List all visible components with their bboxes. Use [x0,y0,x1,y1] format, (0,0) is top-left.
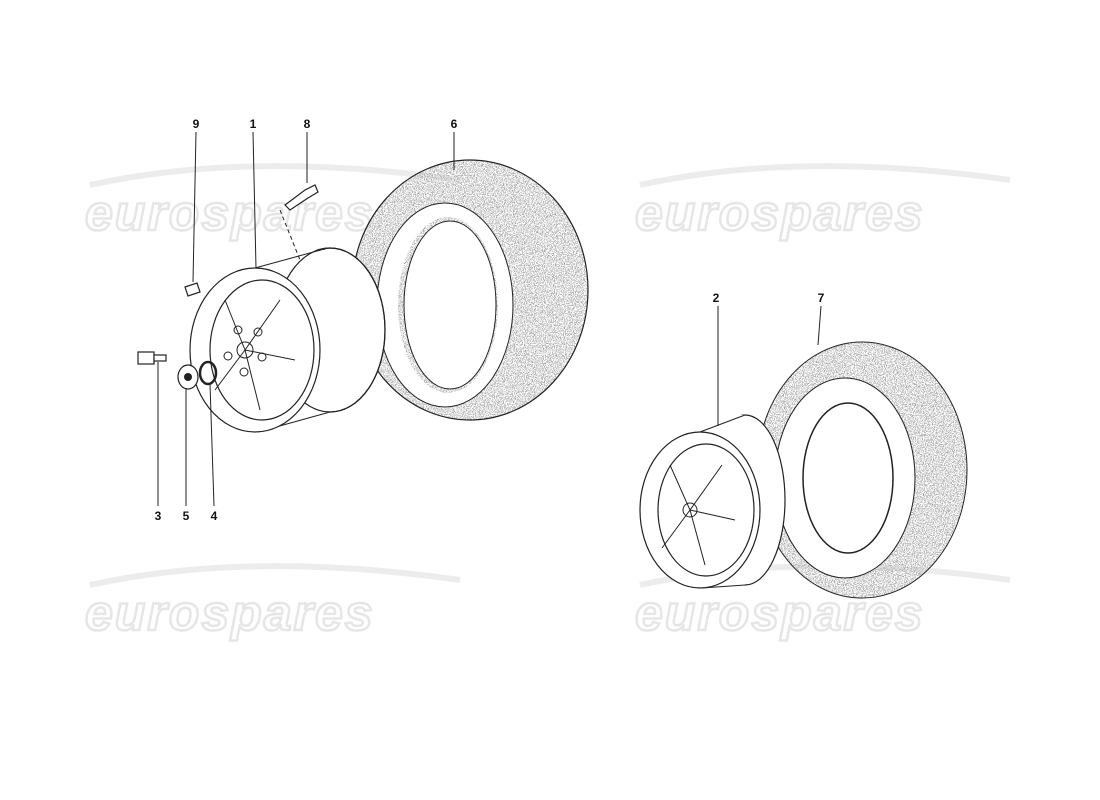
callout-7: 7 [818,291,825,305]
watermark-bottom-left: eurospares [84,563,461,642]
leader-lines [157,131,822,507]
bolt-3 [137,351,167,365]
callout-4: 4 [211,509,218,523]
wheel-2 [639,414,786,589]
svg-text:eurospares: eurospares [635,185,925,241]
callout-5: 5 [183,509,190,523]
tyre-6 [351,159,589,421]
ring-4 [198,360,218,386]
tyre-7 [756,341,968,599]
callout-2: 2 [713,291,720,305]
valve-8 [279,184,319,261]
watermark-top-right: eurospares [634,163,1011,242]
emblem-5 [177,364,199,390]
callout-8: 8 [304,117,311,131]
callout-1: 1 [250,117,257,131]
nut-9 [184,282,201,297]
svg-text:eurospares: eurospares [85,585,375,641]
watermark-top-left: eurospares [84,163,461,242]
svg-text:eurospares: eurospares [85,185,375,241]
wheel-1 [189,247,386,433]
callout-6: 6 [451,117,458,131]
callout-3: 3 [155,509,162,523]
callout-9: 9 [193,117,200,131]
